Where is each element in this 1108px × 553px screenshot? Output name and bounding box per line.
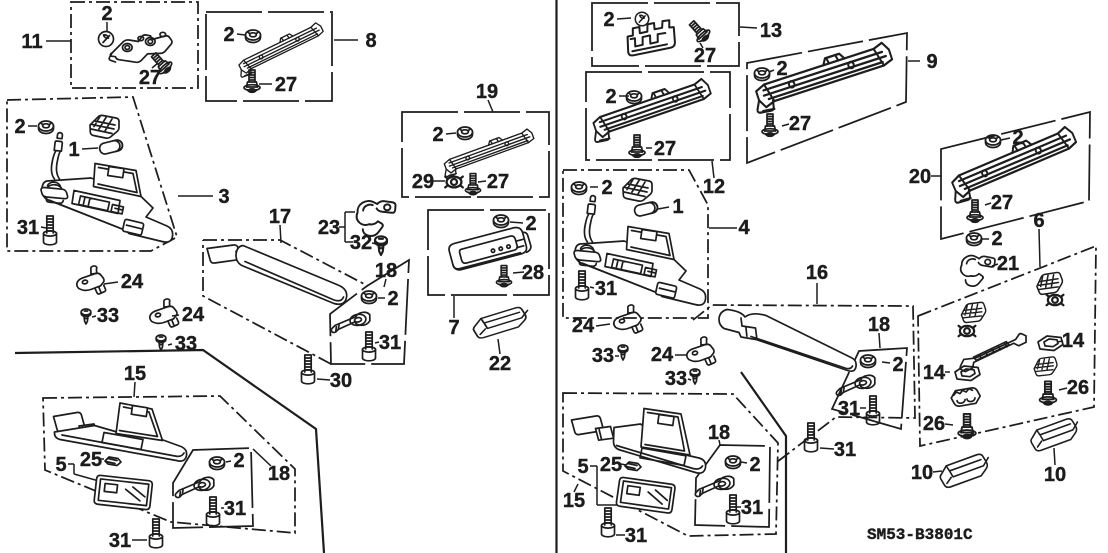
svg-text:31: 31 bbox=[17, 217, 39, 239]
svg-text:19: 19 bbox=[476, 81, 498, 103]
svg-text:2: 2 bbox=[991, 228, 1002, 250]
svg-text:7: 7 bbox=[448, 317, 459, 339]
svg-text:33: 33 bbox=[97, 305, 119, 327]
svg-text:5: 5 bbox=[55, 454, 66, 476]
svg-text:15: 15 bbox=[124, 363, 146, 385]
svg-text:11: 11 bbox=[21, 31, 42, 53]
svg-text:4: 4 bbox=[738, 217, 750, 239]
svg-text:10: 10 bbox=[911, 462, 933, 484]
svg-text:27: 27 bbox=[991, 192, 1013, 214]
svg-text:24: 24 bbox=[651, 344, 674, 366]
svg-text:22: 22 bbox=[489, 353, 511, 375]
svg-text:9: 9 bbox=[926, 51, 937, 73]
svg-text:2: 2 bbox=[892, 354, 903, 376]
svg-text:31: 31 bbox=[834, 439, 856, 461]
svg-text:2: 2 bbox=[1012, 127, 1023, 149]
svg-text:27: 27 bbox=[789, 113, 811, 135]
svg-text:31: 31 bbox=[109, 530, 131, 552]
svg-text:14: 14 bbox=[1062, 330, 1085, 352]
svg-text:8: 8 bbox=[365, 30, 376, 52]
svg-text:30: 30 bbox=[330, 370, 352, 392]
svg-text:2: 2 bbox=[749, 454, 760, 476]
svg-text:26: 26 bbox=[923, 413, 945, 435]
svg-text:2: 2 bbox=[233, 450, 244, 472]
svg-text:27: 27 bbox=[654, 138, 676, 160]
svg-text:24: 24 bbox=[572, 315, 595, 337]
svg-text:24: 24 bbox=[121, 271, 144, 293]
svg-text:27: 27 bbox=[275, 74, 297, 96]
svg-text:33: 33 bbox=[592, 345, 614, 367]
svg-text:5: 5 bbox=[577, 456, 588, 478]
svg-text:29: 29 bbox=[412, 171, 434, 193]
svg-text:25: 25 bbox=[600, 454, 622, 476]
svg-text:14: 14 bbox=[923, 362, 946, 384]
svg-text:18: 18 bbox=[868, 314, 890, 336]
svg-text:27: 27 bbox=[694, 45, 716, 67]
svg-text:12: 12 bbox=[703, 176, 725, 198]
svg-text:13: 13 bbox=[760, 20, 782, 42]
svg-text:31: 31 bbox=[379, 332, 401, 354]
svg-text:2: 2 bbox=[601, 177, 612, 199]
svg-text:18: 18 bbox=[708, 422, 730, 444]
svg-text:1: 1 bbox=[672, 196, 683, 218]
svg-text:SM53-B3801C: SM53-B3801C bbox=[867, 526, 973, 544]
svg-text:2: 2 bbox=[432, 124, 443, 146]
svg-text:31: 31 bbox=[838, 398, 860, 420]
svg-text:31: 31 bbox=[224, 498, 246, 520]
svg-text:18: 18 bbox=[375, 260, 397, 282]
svg-text:21: 21 bbox=[997, 253, 1019, 275]
svg-text:2: 2 bbox=[101, 3, 112, 25]
svg-text:18: 18 bbox=[268, 463, 290, 485]
svg-text:2: 2 bbox=[605, 86, 616, 108]
svg-text:26: 26 bbox=[1067, 377, 1089, 399]
svg-text:17: 17 bbox=[269, 206, 291, 228]
svg-text:28: 28 bbox=[522, 262, 544, 284]
svg-text:10: 10 bbox=[1044, 464, 1066, 486]
svg-text:33: 33 bbox=[175, 333, 197, 355]
svg-text:25: 25 bbox=[80, 449, 102, 471]
svg-text:1: 1 bbox=[68, 139, 79, 161]
svg-text:27: 27 bbox=[139, 67, 161, 89]
svg-text:31: 31 bbox=[595, 278, 617, 300]
svg-text:20: 20 bbox=[909, 166, 931, 188]
svg-text:3: 3 bbox=[218, 186, 229, 208]
svg-text:16: 16 bbox=[806, 262, 828, 284]
svg-text:2: 2 bbox=[14, 116, 25, 138]
svg-text:15: 15 bbox=[563, 490, 585, 512]
svg-text:2: 2 bbox=[776, 58, 787, 80]
svg-text:2: 2 bbox=[525, 213, 536, 235]
svg-text:27: 27 bbox=[487, 171, 509, 193]
svg-text:2: 2 bbox=[387, 288, 398, 310]
svg-text:33: 33 bbox=[665, 368, 687, 390]
svg-text:31: 31 bbox=[625, 525, 647, 547]
svg-text:2: 2 bbox=[223, 24, 234, 46]
svg-text:6: 6 bbox=[1033, 210, 1044, 232]
svg-text:24: 24 bbox=[182, 304, 205, 326]
svg-text:32: 32 bbox=[350, 232, 372, 254]
svg-text:23: 23 bbox=[318, 217, 340, 239]
svg-text:2: 2 bbox=[603, 9, 614, 31]
svg-text:31: 31 bbox=[741, 497, 763, 519]
